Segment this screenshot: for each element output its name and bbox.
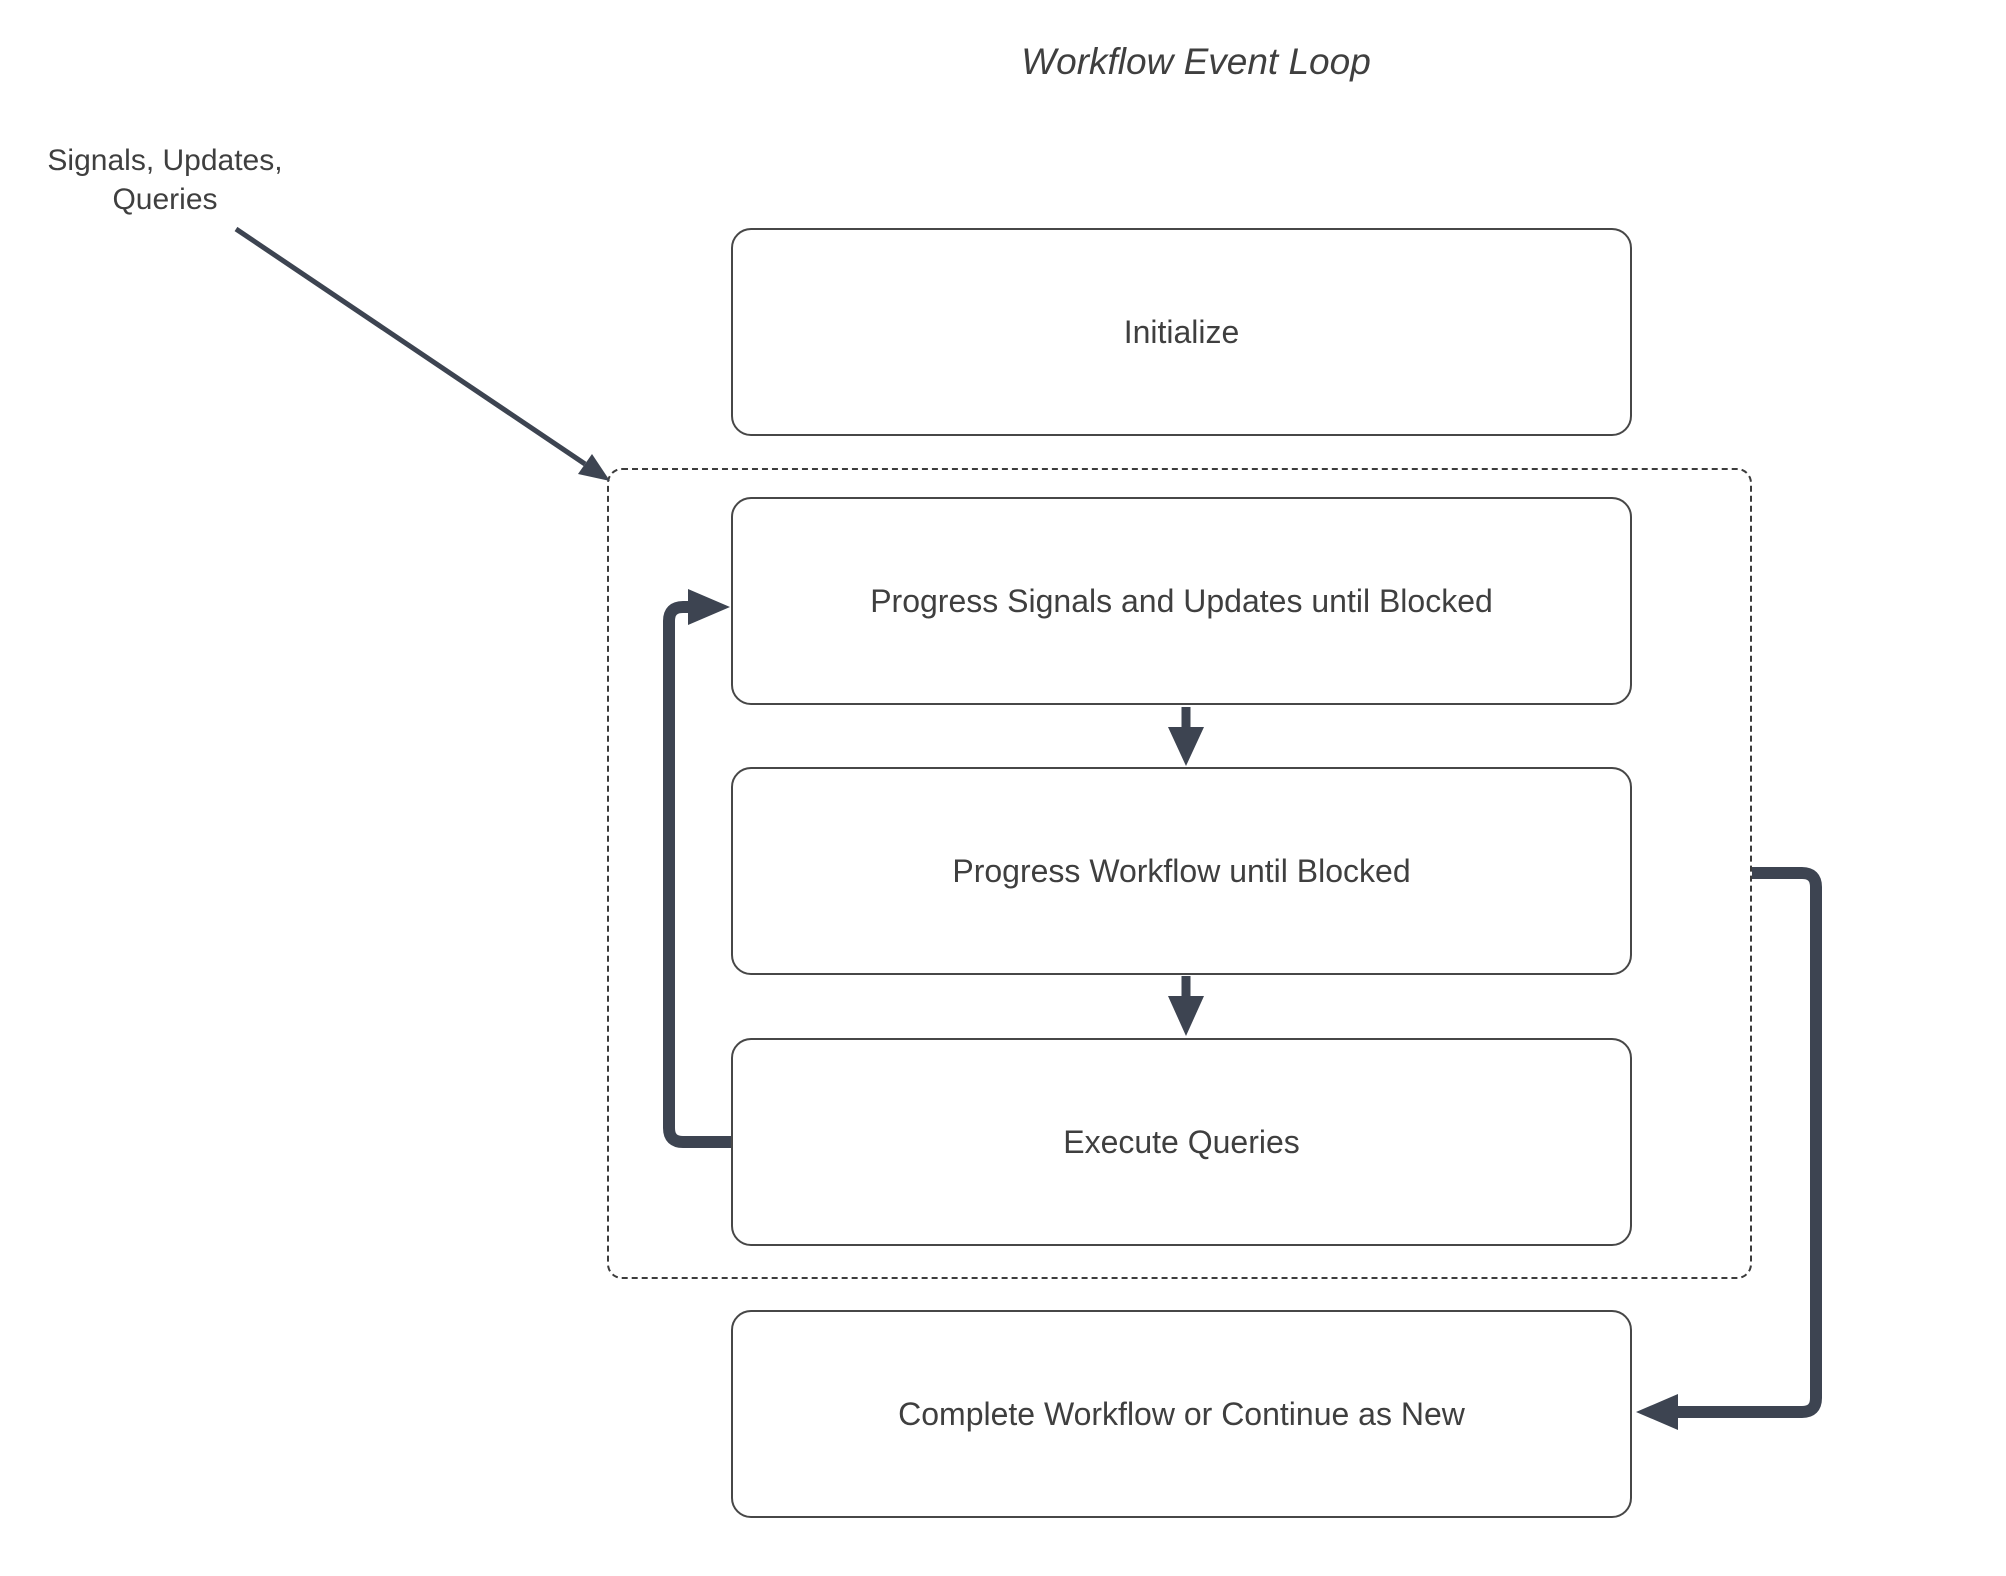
exit-arrowhead-icon xyxy=(1636,1394,1678,1430)
signals-input-arrow xyxy=(234,226,610,481)
node-execute-queries-label: Execute Queries xyxy=(1063,1123,1300,1160)
signals-input-arrow-line xyxy=(234,226,587,467)
node-complete: Complete Workflow or Continue as New xyxy=(731,1310,1632,1518)
diagram-title: Workflow Event Loop xyxy=(1021,41,1371,82)
node-progress-workflow-label: Progress Workflow until Blocked xyxy=(952,852,1411,889)
signals-updates-queries-label: Signals, Updates, Queries xyxy=(15,141,315,219)
node-initialize: Initialize xyxy=(731,228,1632,436)
node-initialize-label: Initialize xyxy=(1123,313,1240,350)
signals-input-arrowhead-icon xyxy=(578,454,610,481)
node-complete-label: Complete Workflow or Continue as New xyxy=(898,1395,1465,1432)
node-progress-signals-label: Progress Signals and Updates until Block… xyxy=(870,582,1493,619)
node-progress-workflow: Progress Workflow until Blocked xyxy=(731,767,1632,975)
annotation-line-2: Queries xyxy=(112,183,218,216)
node-progress-signals: Progress Signals and Updates until Block… xyxy=(731,497,1632,705)
annotation-line-1: Signals, Updates, xyxy=(47,144,283,177)
node-execute-queries: Execute Queries xyxy=(731,1038,1632,1246)
